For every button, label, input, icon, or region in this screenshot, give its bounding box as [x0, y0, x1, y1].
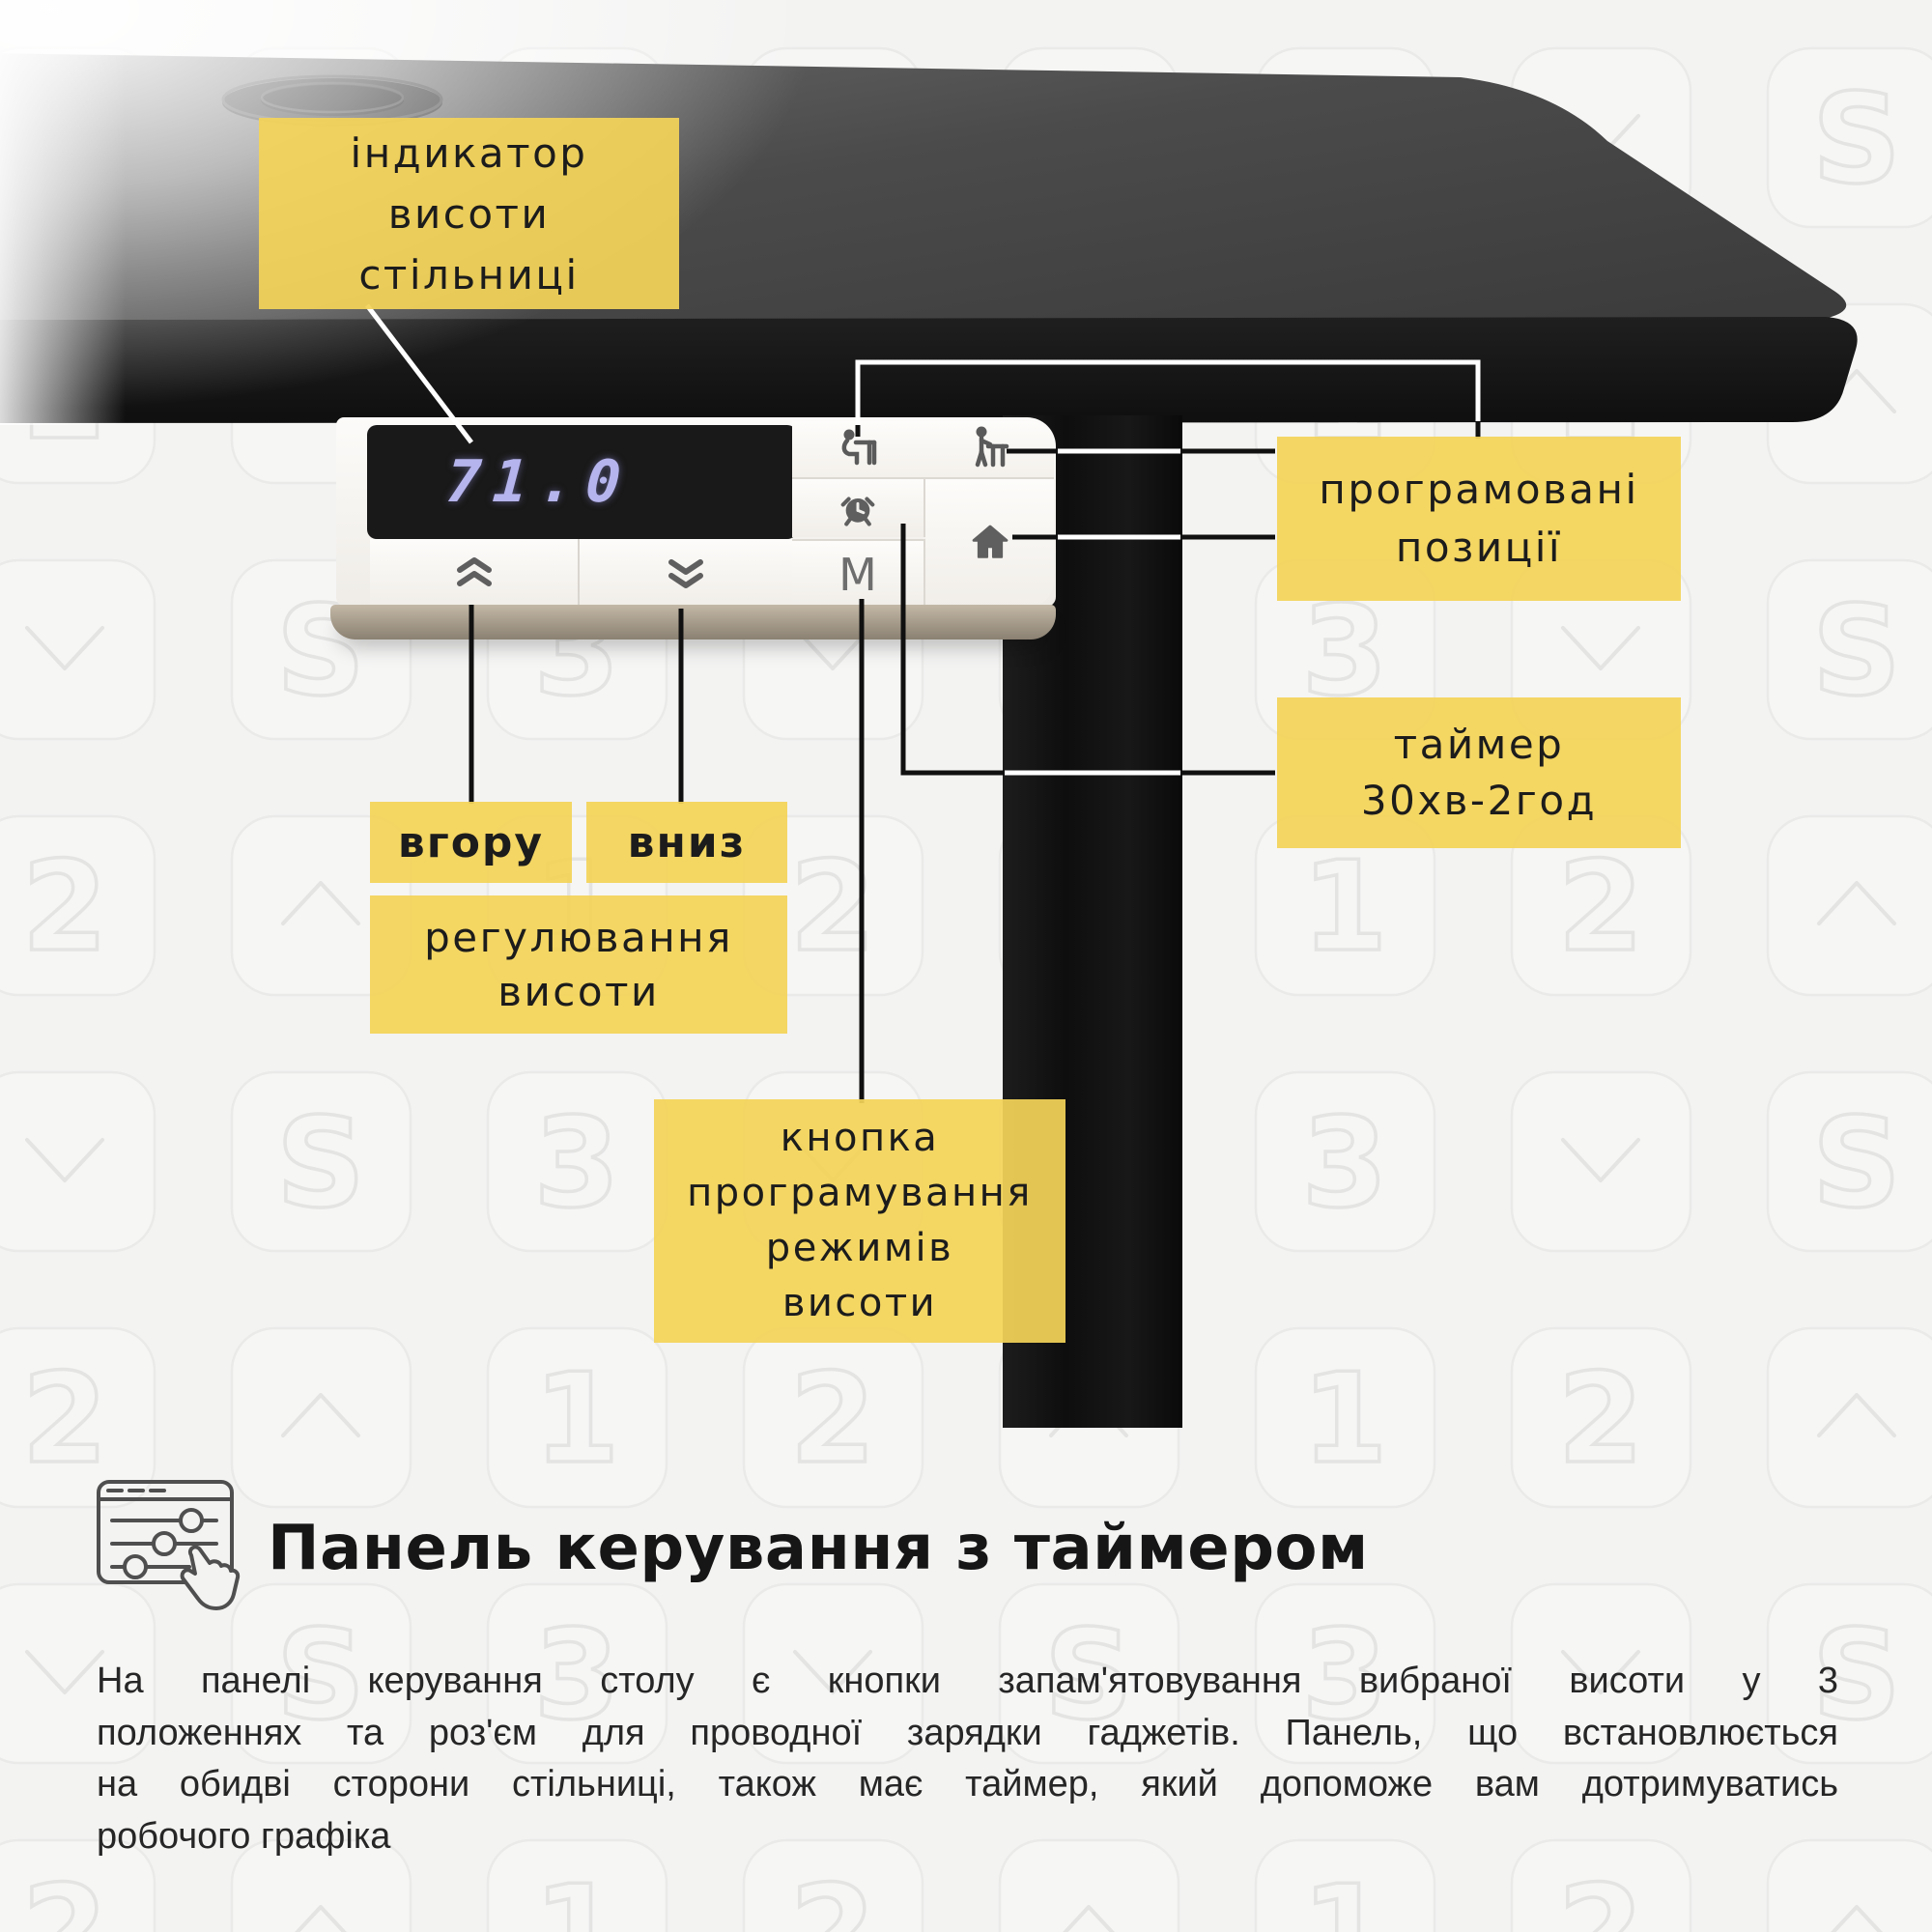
callout-line: регулювання — [424, 913, 733, 961]
callout-line: 30хв-2год — [1360, 777, 1598, 824]
control-panel-hand-icon — [97, 1480, 241, 1610]
alarm-timer-icon — [840, 497, 875, 526]
control-panel: 71.0 — [336, 417, 1056, 609]
paragraph-line: робочого графіка — [97, 1815, 391, 1857]
callout-line: режимів — [765, 1226, 954, 1270]
callout-line: позиції — [1395, 524, 1563, 571]
callout-mode-programming-button: кнопка програмування режимів висоти — [654, 1099, 1065, 1343]
callout-height-adjustment: регулювання висоти — [370, 895, 787, 1034]
chevron-double-down-icon — [668, 559, 703, 588]
home-position-button — [925, 479, 1054, 607]
callout-down-label: вниз — [627, 817, 747, 867]
hand-cursor-icon — [180, 1545, 241, 1610]
callout-line: індикатор — [350, 128, 588, 177]
sit-line — [855, 359, 1481, 425]
callout-programmed-positions: програмовані позиції — [1277, 437, 1681, 601]
callout-line: таймер — [1393, 721, 1565, 768]
indicator-line — [365, 303, 473, 444]
paragraph-line: на обидві сторони стільниці, також має т… — [97, 1764, 1838, 1804]
panel-bottom-rim — [330, 605, 1056, 639]
callout-height-indicator: індикатор висоти стільниці — [259, 118, 679, 309]
height-display: 71.0 — [367, 425, 797, 539]
callout-line: висоти — [387, 189, 551, 238]
paragraph-line: На панелі керування столу є кнопки запам… — [97, 1661, 1838, 1701]
callout-line: програмовані — [1319, 466, 1639, 513]
down-button — [580, 539, 792, 607]
section-paragraph: На панелі керування столу є кнопки запам… — [97, 1656, 1838, 1862]
alarm-line — [900, 524, 1275, 776]
up-button — [370, 539, 580, 607]
callout-line: кнопка — [780, 1116, 940, 1160]
callout-up-label: вгору — [397, 817, 545, 867]
callout-timer: таймер 30хв-2год — [1277, 697, 1681, 848]
sit-position-icon — [841, 429, 876, 466]
callout-line: програмування — [687, 1171, 1033, 1215]
chevron-double-up-icon — [456, 557, 492, 586]
callout-line: висоти — [781, 1281, 938, 1325]
callout-up: вгору — [370, 802, 572, 883]
photo-fade-left — [0, 53, 126, 425]
home-position-icon — [972, 525, 1008, 558]
memory-button-label: M — [838, 549, 877, 601]
callout-down: вниз — [586, 802, 787, 883]
callout-line: стільниці — [358, 250, 580, 298]
callout-line: висоти — [497, 967, 660, 1015]
section-heading: Панель керування з таймером — [268, 1513, 1369, 1584]
stand-position-icon — [976, 426, 1009, 468]
paragraph-line: положеннях та роз'єм для проводної заряд… — [97, 1712, 1838, 1753]
